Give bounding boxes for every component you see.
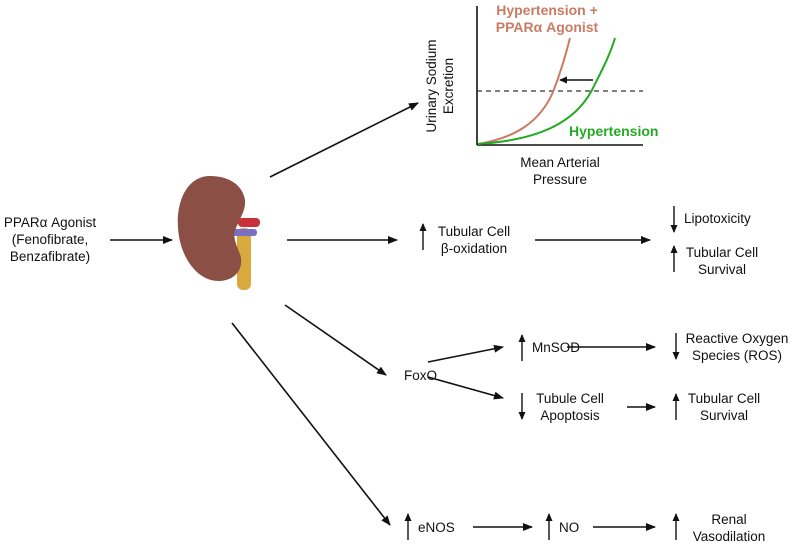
vasodilation-label: Renal Vasodilation [684,511,774,545]
lipotoxicity-label: Lipotoxicity [684,211,751,226]
input-label-line3: Benzafibrate) [9,249,91,264]
graph-xlabel: Mean Arterial Pressure [505,154,615,188]
mnsod-label: MnSOD [532,340,581,355]
renal-artery [238,218,260,227]
curve-hypertension [477,37,616,145]
no-label: NO [559,520,580,535]
ros-line2: Species (ROS) [691,348,783,363]
apoptosis-line2: Apoptosis [540,408,600,423]
ros-label: Reactive Oxygen Species (ROS) [682,330,792,364]
ureter [237,228,251,290]
graph-ylabel-line2: Excretion [441,57,456,115]
apoptosis-line1: Tubule Cell [536,391,604,406]
arrow-foxo-to-mnsod [427,344,504,363]
vasodilation-line2: Vasodilation [692,529,766,544]
tubular-oxidation-label: Tubular Cell β-oxidation [430,223,518,257]
enos-label: eNOS [418,520,455,535]
kidney-shape [177,176,246,282]
arrow-kidney-to-graph [269,102,419,178]
curve-hypertension-agonist [477,37,571,145]
tubular-oxidation-line1: Tubular Cell [437,224,511,239]
input-label: PPARα Agonist (Fenofibrate, Benzafibrate… [0,214,100,265]
arrow-kidney-to-enos [231,322,391,526]
arrow-kidney-to-foxo [284,304,387,376]
curve-agonist-label-line2: PPARα Agonist [495,19,599,35]
input-label-line1: PPARα Agonist [3,215,97,230]
tubular-survival-2-line2: Survival [699,408,748,423]
tubular-survival-1-line2: Survival [697,262,746,277]
kidney-illustration [177,176,260,290]
apoptosis-label: Tubule Cell Apoptosis [528,390,612,424]
tubular-oxidation-line2: β-oxidation [440,241,508,256]
vasodilation-line1: Renal [711,512,747,527]
graph-xlabel-line1: Mean Arterial [520,155,600,170]
tubular-survival-2-line1: Tubular Cell [687,391,761,406]
arrow-foxo-to-apoptosis [427,376,504,400]
curve-agonist-label-line1: Hypertension + [496,2,598,18]
ros-line1: Reactive Oxygen [685,331,789,346]
graph-ylabel-line1: Urinary Sodium [424,39,439,133]
curve-agonist-label: Hypertension + PPARα Agonist [477,2,617,36]
foxo-label: FoxO [404,368,438,383]
pressure-natriuresis-graph [476,6,643,146]
renal-vein [233,229,257,236]
tubular-survival-label-1: Tubular Cell Survival [680,244,764,278]
input-label-line2: (Fenofibrate, [11,232,89,247]
graph-xlabel-line2: Pressure [532,172,588,187]
tubular-survival-label-2: Tubular Cell Survival [682,390,766,424]
tubular-survival-1-line1: Tubular Cell [685,245,759,260]
curve-hypertension-label: Hypertension [569,123,659,139]
